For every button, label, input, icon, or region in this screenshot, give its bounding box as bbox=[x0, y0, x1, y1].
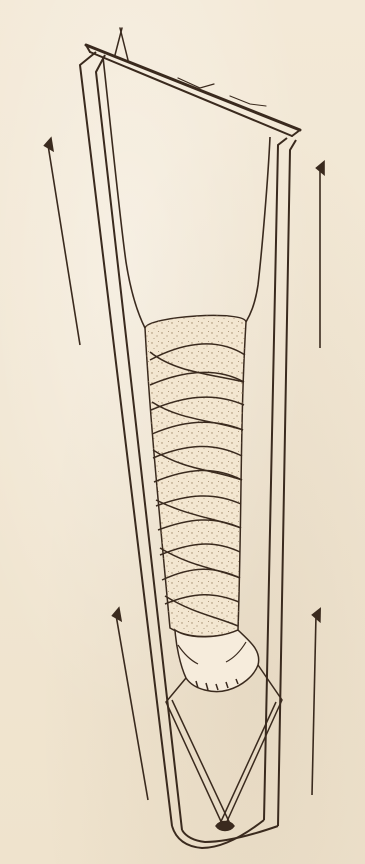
arrow-lower-right bbox=[312, 615, 316, 795]
top-crossbar bbox=[86, 28, 300, 136]
right-splint-rods bbox=[264, 138, 296, 826]
bandaged-leg bbox=[145, 315, 246, 636]
foot bbox=[175, 630, 259, 692]
arrow-upper-left bbox=[48, 145, 80, 345]
arrow-lower-left bbox=[116, 615, 148, 800]
upper-leg bbox=[103, 57, 270, 328]
